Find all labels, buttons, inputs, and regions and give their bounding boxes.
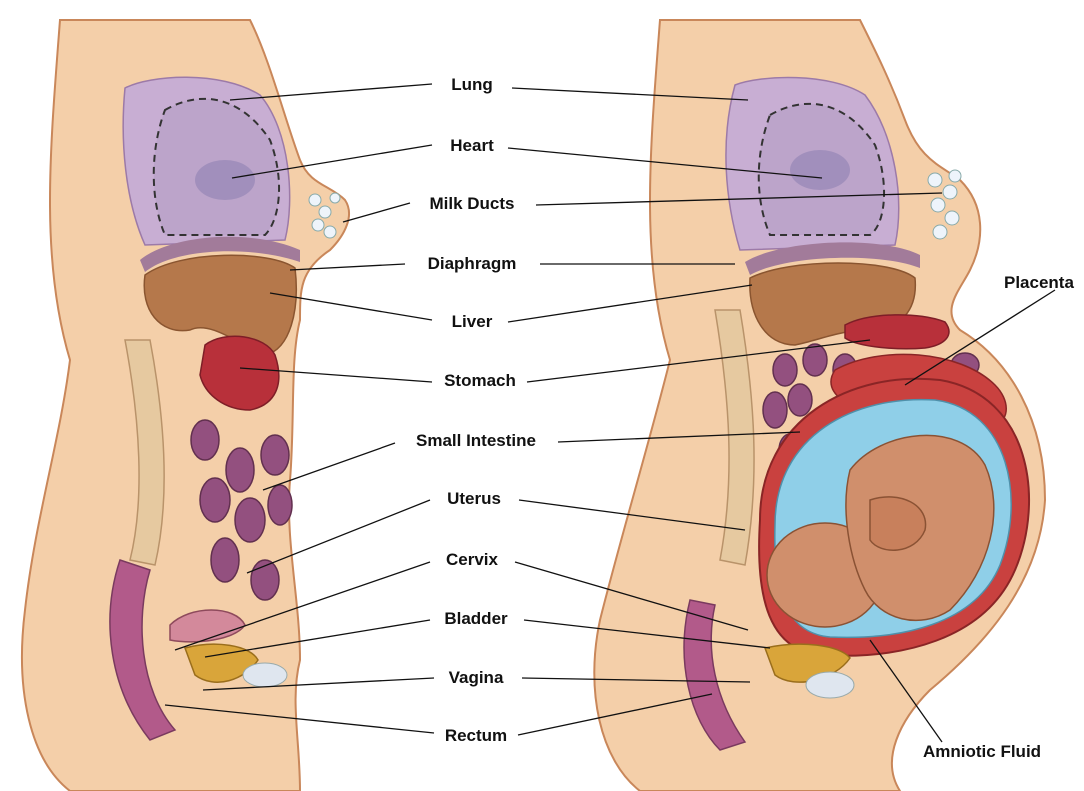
- label-bladder: Bladder: [396, 609, 556, 629]
- right-stomach: [845, 315, 949, 349]
- label-milk-ducts: Milk Ducts: [392, 194, 552, 214]
- label-rectum: Rectum: [396, 726, 556, 746]
- label-stomach: Stomach: [400, 371, 560, 391]
- label-cervix: Cervix: [392, 550, 552, 570]
- label-vagina: Vagina: [396, 668, 556, 688]
- left-heart-center: [195, 160, 255, 200]
- left-pubic-bone: [243, 663, 287, 687]
- label-heart: Heart: [392, 136, 552, 156]
- label-placenta: Placenta: [1004, 273, 1074, 293]
- label-amniotic-fluid: Amniotic Fluid: [923, 742, 1041, 762]
- right-pubic-bone: [806, 672, 854, 698]
- label-diaphragm: Diaphragm: [392, 254, 552, 274]
- label-small-intestine: Small Intestine: [396, 431, 556, 451]
- right-heart-center: [790, 150, 850, 190]
- label-lung: Lung: [392, 75, 552, 95]
- label-uterus: Uterus: [394, 489, 554, 509]
- label-liver: Liver: [392, 312, 552, 332]
